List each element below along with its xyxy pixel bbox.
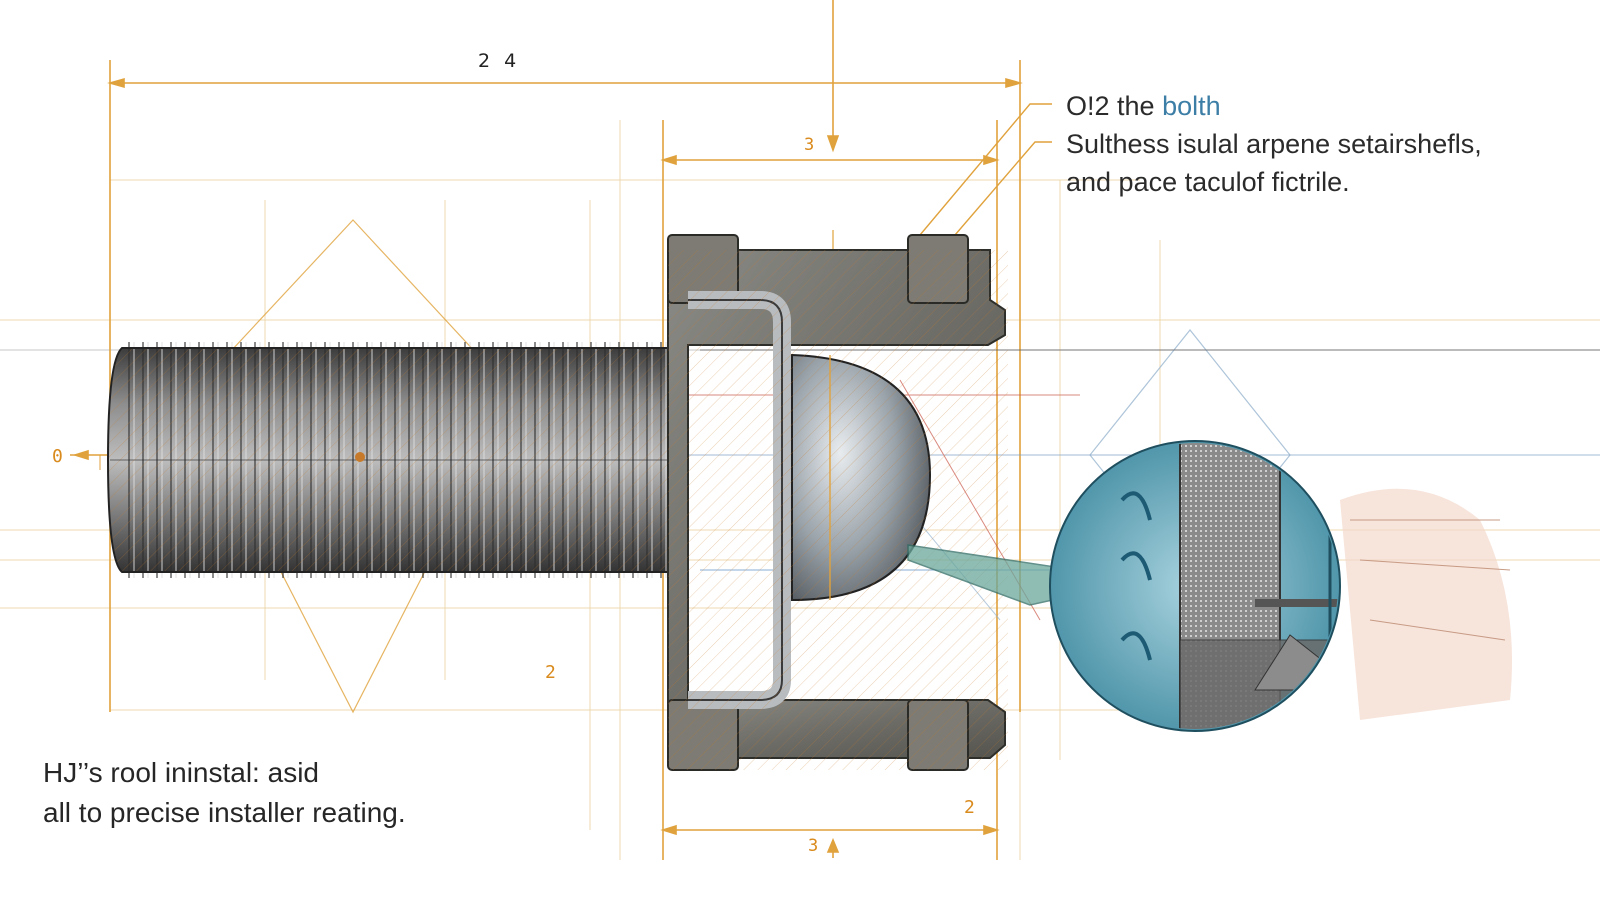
dimension-label-top: 2 4 xyxy=(478,50,521,72)
callout-accent: bolth xyxy=(1162,91,1221,121)
callout-line-2: Sulthess isulal arpene setairshefls, xyxy=(1066,129,1482,159)
callout-prefix: O!2 the xyxy=(1066,91,1163,121)
caption-line-1: HJ’’s rool ininstal: asid xyxy=(43,757,319,788)
dimension-label-left-mid: 2 xyxy=(545,662,556,683)
dimension-label-right-bottom: 2 xyxy=(964,797,975,818)
dimension-label-inner-bottom: 3 xyxy=(808,836,819,856)
bolt-head xyxy=(667,234,1076,771)
detail-magnifier xyxy=(1049,440,1512,732)
dimension-label-axis: 0 xyxy=(52,446,63,467)
caption: HJ’’s rool ininstal: asid all to precise… xyxy=(43,753,406,833)
callout-line-3: and pace taculof fictrile. xyxy=(1066,167,1350,197)
caption-line-2: all to precise installer reating. xyxy=(43,797,406,828)
callout-line-1: O!2 the bolth xyxy=(1066,87,1482,125)
bolt-shaft xyxy=(106,342,673,578)
callout-annotation: O!2 the bolth Sulthess isulal arpene set… xyxy=(1066,87,1482,201)
dimension-label-inner-top: 3 xyxy=(804,135,815,155)
callout-leaders xyxy=(919,103,1052,236)
